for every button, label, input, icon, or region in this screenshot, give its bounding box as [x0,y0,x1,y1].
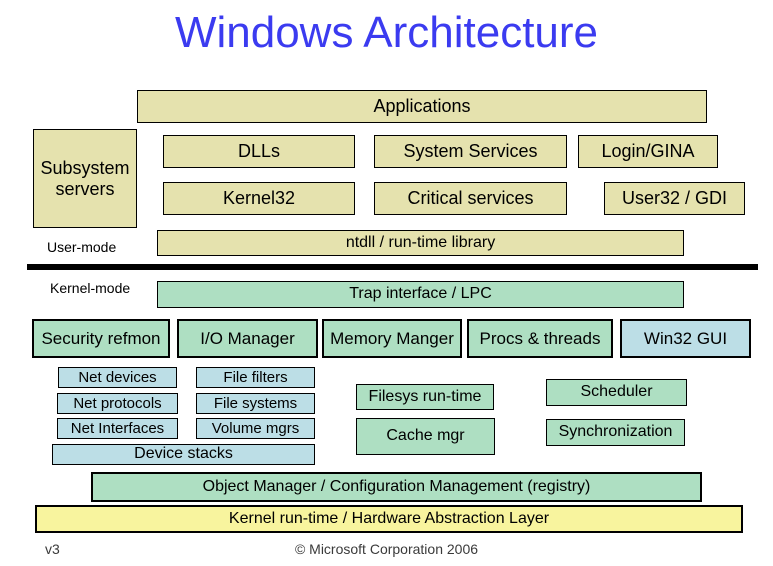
box-scheduler: Scheduler [546,379,687,406]
box-ntdll: ntdll / run-time library [157,230,684,256]
box-procs-threads: Procs & threads [467,319,613,358]
box-kernel32: Kernel32 [163,182,355,215]
box-device-stacks: Device stacks [52,444,315,465]
box-synchronization: Synchronization [546,419,685,446]
box-applications: Applications [137,90,707,123]
user-mode-label: User-mode [47,239,117,255]
box-critical-services: Critical services [374,182,567,215]
box-trap-interface: Trap interface / LPC [157,281,684,308]
box-cache-mgr: Cache mgr [356,418,495,455]
box-dlls: DLLs [163,135,355,168]
box-volume-mgrs: Volume mgrs [196,418,315,439]
box-login-gina: Login/GINA [578,135,718,168]
box-io-manager: I/O Manager [177,319,318,358]
box-file-systems: File systems [196,393,315,414]
copyright-label: © Microsoft Corporation 2006 [294,541,479,557]
box-net-interfaces: Net Interfaces [57,418,178,439]
box-win32-gui: Win32 GUI [620,319,751,358]
version-label: v3 [45,541,60,557]
box-net-devices: Net devices [58,367,177,388]
box-kernel-runtime-hal: Kernel run-time / Hardware Abstraction L… [35,505,743,533]
box-subsystem-servers: Subsystem servers [33,129,137,228]
kernel-mode-label: Kernel-mode [50,280,131,296]
box-security-refmon: Security refmon [32,319,170,358]
box-file-filters: File filters [196,367,315,388]
user-kernel-divider-line [27,264,758,270]
page-title: Windows Architecture [174,8,599,57]
box-net-protocols: Net protocols [57,393,178,414]
box-object-manager: Object Manager / Configuration Managemen… [91,472,702,502]
box-system-services: System Services [374,135,567,168]
box-filesys-runtime: Filesys run-time [356,384,494,410]
box-memory-manager: Memory Manger [322,319,462,358]
box-user32-gdi: User32 / GDI [604,182,745,215]
